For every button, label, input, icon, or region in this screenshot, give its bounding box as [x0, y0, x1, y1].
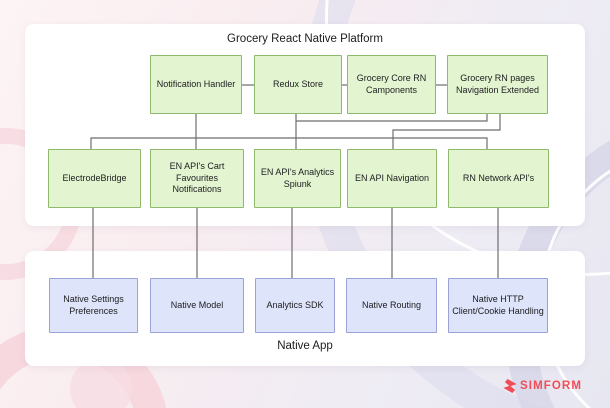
node-label: EN API's Analytics Spiunk: [260, 166, 335, 189]
node-en-api-cart-favourites: EN API's Cart Favourites Notifications: [150, 149, 244, 208]
simform-logo-text: SIMFORM: [520, 380, 582, 392]
node-label: ElectrodeBridge: [62, 172, 127, 183]
node-notification-handler: Notification Handler: [150, 55, 242, 114]
node-native-routing: Native Routing: [346, 278, 437, 333]
simform-logo: SIMFORM: [503, 379, 582, 393]
node-label: Native HTTP Client/Cookie Handling: [452, 293, 544, 316]
node-electrode-bridge: ElectrodeBridge: [48, 149, 141, 208]
node-grocery-core-rn-components: Grocery Core RN Camponents: [347, 55, 436, 114]
node-label: RN Network API's: [462, 172, 535, 183]
node-label: EN API Navigation: [354, 172, 430, 183]
node-label: EN API's Cart Favourites Notifications: [169, 160, 225, 195]
node-native-http-client-cookie: Native HTTP Client/Cookie Handling: [448, 278, 548, 333]
node-grocery-rn-pages-navigation: Grocery RN pages Navigation Extended: [447, 55, 548, 114]
node-rn-network-apis: RN Network API's: [448, 149, 549, 208]
node-native-settings-preferences: Native Settings Preferences: [49, 278, 138, 333]
node-label: Grocery RN pages Navigation Extended: [455, 72, 540, 95]
node-redux-store: Redux Store: [254, 55, 342, 114]
node-en-api-navigation: EN API Navigation: [347, 149, 437, 208]
node-label: Analytics SDK: [266, 299, 324, 310]
node-label: Notification Handler: [156, 78, 236, 89]
node-en-api-analytics: EN API's Analytics Spiunk: [254, 149, 341, 208]
node-label: Grocery Core RN Camponents: [356, 72, 427, 95]
platform-panel-title: Grocery React Native Platform: [227, 33, 383, 45]
node-label: Native Settings Preferences: [63, 293, 124, 316]
node-label: Native Model: [170, 299, 224, 310]
node-label: Native Routing: [361, 299, 422, 310]
node-analytics-sdk: Analytics SDK: [255, 278, 335, 333]
native-panel-title: Native App: [277, 340, 333, 352]
node-label: Redux Store: [272, 78, 324, 89]
node-native-model: Native Model: [150, 278, 244, 333]
simform-logo-icon: [503, 379, 517, 393]
